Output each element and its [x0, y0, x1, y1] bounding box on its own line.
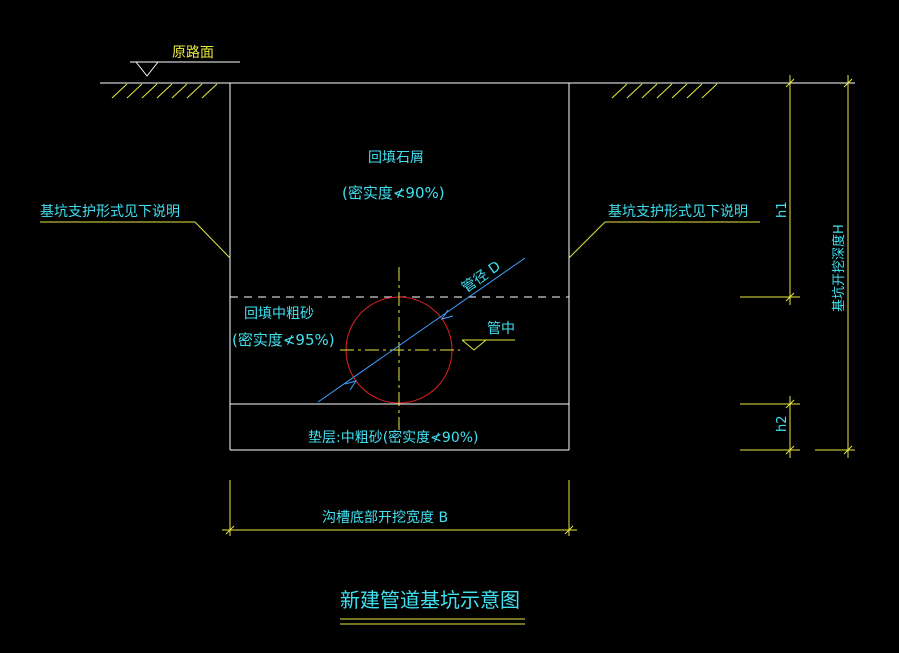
original-ground-label: 原路面 [172, 45, 214, 61]
ground-surface-symbol [130, 61, 240, 77]
support-label-left: 基坑支护形式见下说明 [40, 203, 180, 220]
pipe-diameter-line [317, 257, 526, 403]
depth-dimensions [740, 75, 855, 458]
pipe-diameter-arrows [344, 309, 454, 391]
support-leader-right [568, 221, 760, 259]
pipe-axes [340, 267, 460, 430]
trench-width-label: 沟槽底部开挖宽度 B [322, 509, 448, 526]
support-leader-left [40, 221, 231, 259]
pipe-center-label: 管中 [487, 321, 515, 337]
backfill-sand-label: 回填中粗砂 [244, 306, 314, 322]
bedding-label: 垫层:中粗砂(密实度≮90%) [308, 429, 479, 446]
support-label-right: 基坑支护形式见下说明 [608, 203, 748, 220]
pipe-center-marker [461, 339, 515, 351]
h2-label: h2 [775, 415, 790, 432]
backfill-stone-label: 回填石屑 [368, 150, 424, 166]
h1-label: h1 [775, 201, 790, 218]
diagram-title: 新建管道基坑示意图 [340, 588, 520, 612]
backfill-sand-compaction: (密实度≮95%) [232, 331, 335, 349]
backfill-stone-compaction: (密实度≮90%) [342, 184, 445, 202]
pit-depth-label: 基坑开挖深度H [831, 224, 847, 312]
ground-hatch-left [111, 83, 218, 99]
trench-width-dimension [222, 480, 577, 536]
title-underline [340, 618, 525, 625]
ground-hatch-right [611, 83, 718, 99]
